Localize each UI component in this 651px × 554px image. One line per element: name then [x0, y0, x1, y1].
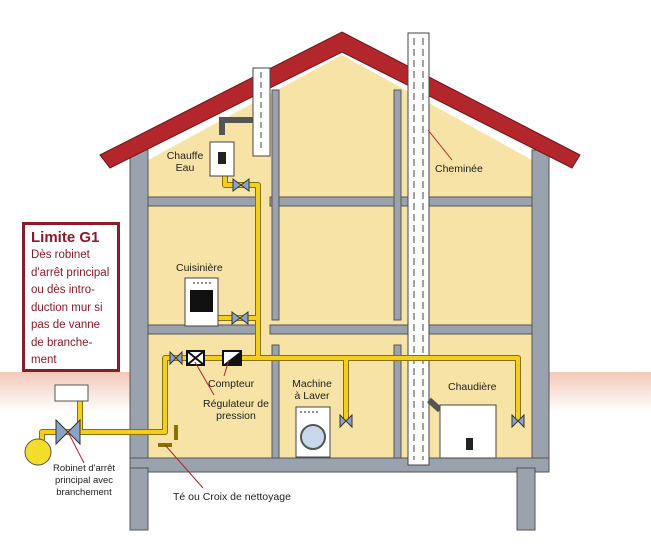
meter-icon [222, 350, 242, 366]
cooker-icon [184, 277, 219, 327]
leader-lines [67, 129, 453, 489]
label-meter: Compteur [208, 378, 255, 390]
boiler-icon [426, 397, 497, 459]
outdoor-box [54, 384, 89, 402]
label-water-heater: Chauffe Eau [166, 150, 204, 174]
label-main-valve: Robinet d'arrêt principal avec brancheme… [52, 463, 115, 498]
limit-title: Limite G1 [31, 229, 100, 246]
limit-g1-box: Limite G1 Dès robinet d'arrêt principal … [22, 222, 120, 372]
gas-supply-icon [24, 438, 52, 466]
label-cleaning-tee: Té ou Croix de nettoyage [173, 491, 291, 503]
label-washing-machine: Machine à Laver [292, 378, 332, 402]
label-regulator: Régulateur de pression [203, 398, 269, 422]
walls [129, 89, 550, 531]
limit-text: Dès robinet d'arrêt principal ou dès int… [31, 249, 110, 366]
water-heater-icon [209, 117, 253, 177]
regulator-icon [186, 350, 205, 366]
roof [99, 31, 581, 169]
washing-machine-icon [295, 406, 331, 458]
label-boiler: Chaudière [448, 381, 497, 393]
label-cooker: Cuisinière [176, 262, 223, 274]
chimney [407, 32, 430, 466]
label-chimney: Cheminée [435, 163, 483, 175]
ground-right [548, 372, 651, 412]
